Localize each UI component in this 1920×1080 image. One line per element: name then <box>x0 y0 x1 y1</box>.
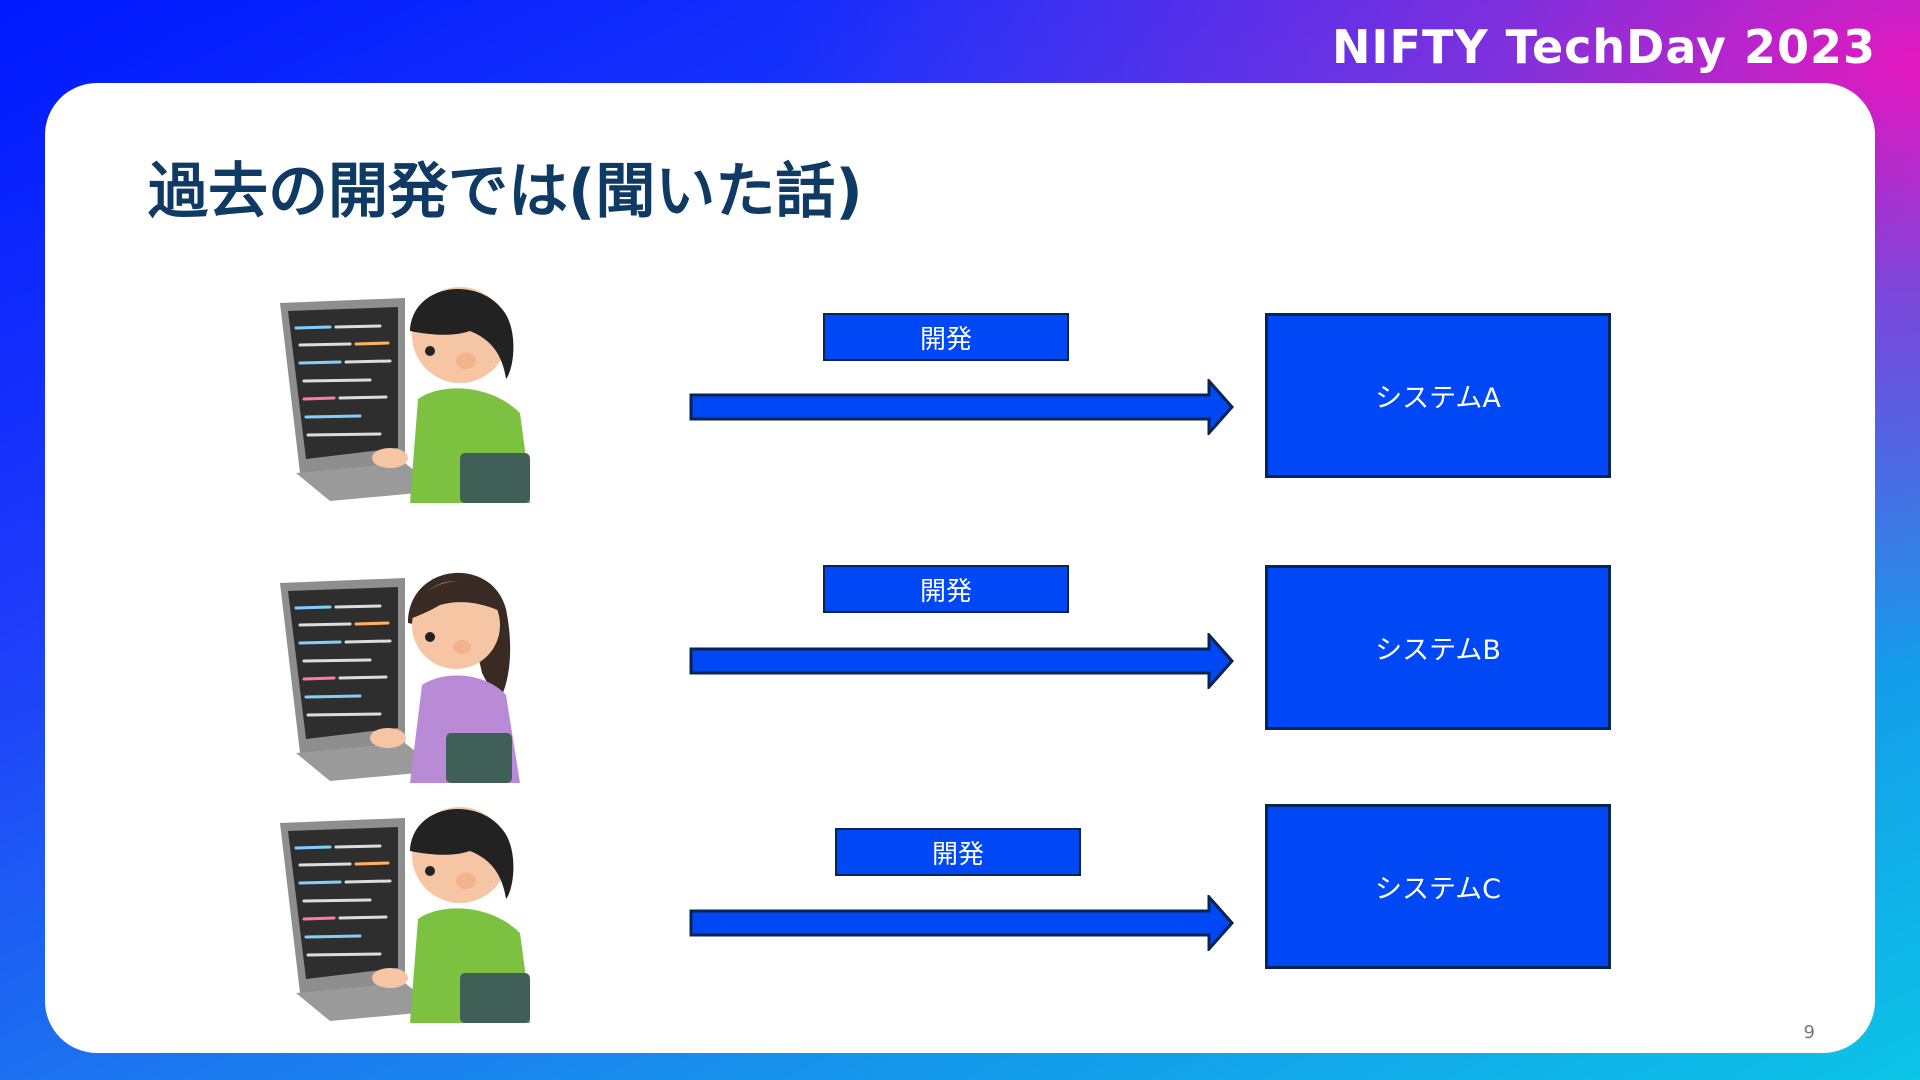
arrow-right-icon <box>689 379 1234 435</box>
developer-man-illustration <box>280 287 530 503</box>
developer-woman-illustration <box>280 572 520 783</box>
arrow-right-icon <box>689 633 1234 689</box>
brand-logo: NIFTY TechDay 2023 <box>1331 20 1876 74</box>
development-label: 開発 <box>823 313 1069 361</box>
development-label: 開発 <box>823 565 1069 613</box>
flow-row-b: 開発 システムB <box>45 553 1875 783</box>
flow-row-c: 開発 システムC <box>45 793 1875 1023</box>
arrow-right-icon <box>689 895 1234 951</box>
developer-man-illustration <box>280 807 530 1023</box>
system-box-c: システムC <box>1265 804 1611 969</box>
system-box-a: システムA <box>1265 313 1611 478</box>
flow-row-a: 開発 システムA <box>45 273 1875 503</box>
page-number: 9 <box>1803 1022 1815 1043</box>
development-label: 開発 <box>835 828 1081 876</box>
system-box-b: システムB <box>1265 565 1611 730</box>
slide-title: 過去の開発では(聞いた話) <box>148 157 863 227</box>
slide-card: 過去の開発では(聞いた話) <box>45 83 1875 1053</box>
